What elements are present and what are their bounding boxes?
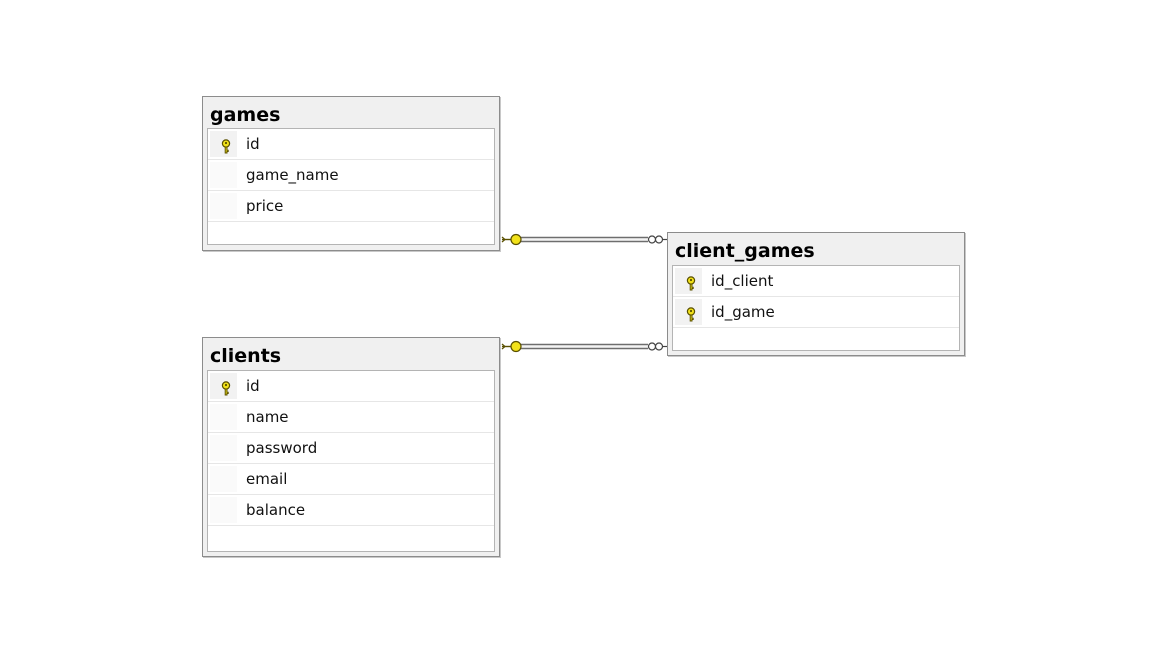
column-row[interactable]: password bbox=[208, 433, 494, 464]
row-selector[interactable] bbox=[210, 404, 237, 430]
column-name: id_game bbox=[711, 303, 775, 321]
column-name: id bbox=[246, 377, 260, 395]
column-name: id bbox=[246, 135, 260, 153]
column-row[interactable]: game_name bbox=[208, 160, 494, 191]
table-title: games bbox=[210, 104, 281, 126]
column-row[interactable]: balance bbox=[208, 495, 494, 526]
row-selector[interactable] bbox=[210, 373, 237, 399]
column-row[interactable]: email bbox=[208, 464, 494, 495]
many-end-infinity-icon bbox=[647, 342, 667, 351]
primary-key-icon bbox=[221, 139, 231, 154]
one-end-key-icon bbox=[501, 340, 522, 353]
column-list: id game_name price bbox=[207, 128, 495, 245]
table-games[interactable]: games id game_name price bbox=[202, 96, 500, 251]
column-name: balance bbox=[246, 501, 306, 519]
one-end-key-icon bbox=[501, 233, 522, 246]
column-row[interactable]: price bbox=[208, 191, 494, 222]
row-selector[interactable] bbox=[210, 193, 237, 219]
table-title: clients bbox=[210, 345, 282, 367]
primary-key-icon bbox=[686, 276, 696, 291]
column-row[interactable]: id bbox=[208, 371, 494, 402]
column-row[interactable]: id bbox=[208, 129, 494, 160]
row-selector[interactable] bbox=[210, 497, 237, 523]
row-selector[interactable] bbox=[675, 268, 702, 294]
column-name: email bbox=[246, 470, 288, 488]
column-row[interactable]: name bbox=[208, 402, 494, 433]
relationship-line-games-client-games[interactable] bbox=[518, 236, 648, 243]
column-list: id_client id_game bbox=[672, 265, 960, 351]
column-name: password bbox=[246, 439, 318, 457]
row-selector[interactable] bbox=[210, 466, 237, 492]
primary-key-icon bbox=[686, 307, 696, 322]
column-list: id name password email balance bbox=[207, 370, 495, 552]
table-title: client_games bbox=[675, 240, 815, 262]
relationship-line-clients-client-games[interactable] bbox=[518, 343, 648, 350]
table-clients[interactable]: clients id name password email bbox=[202, 337, 500, 557]
row-selector[interactable] bbox=[210, 131, 237, 157]
primary-key-icon bbox=[221, 381, 231, 396]
column-name: price bbox=[246, 197, 284, 215]
row-selector[interactable] bbox=[675, 299, 702, 325]
row-selector[interactable] bbox=[210, 162, 237, 188]
column-name: name bbox=[246, 408, 289, 426]
column-name: game_name bbox=[246, 166, 339, 184]
table-client-games[interactable]: client_games id_client id_game bbox=[667, 232, 965, 356]
many-end-infinity-icon bbox=[647, 235, 667, 244]
column-name: id_client bbox=[711, 272, 774, 290]
row-selector[interactable] bbox=[210, 435, 237, 461]
column-row[interactable]: id_game bbox=[673, 297, 959, 328]
column-row[interactable]: id_client bbox=[673, 266, 959, 297]
